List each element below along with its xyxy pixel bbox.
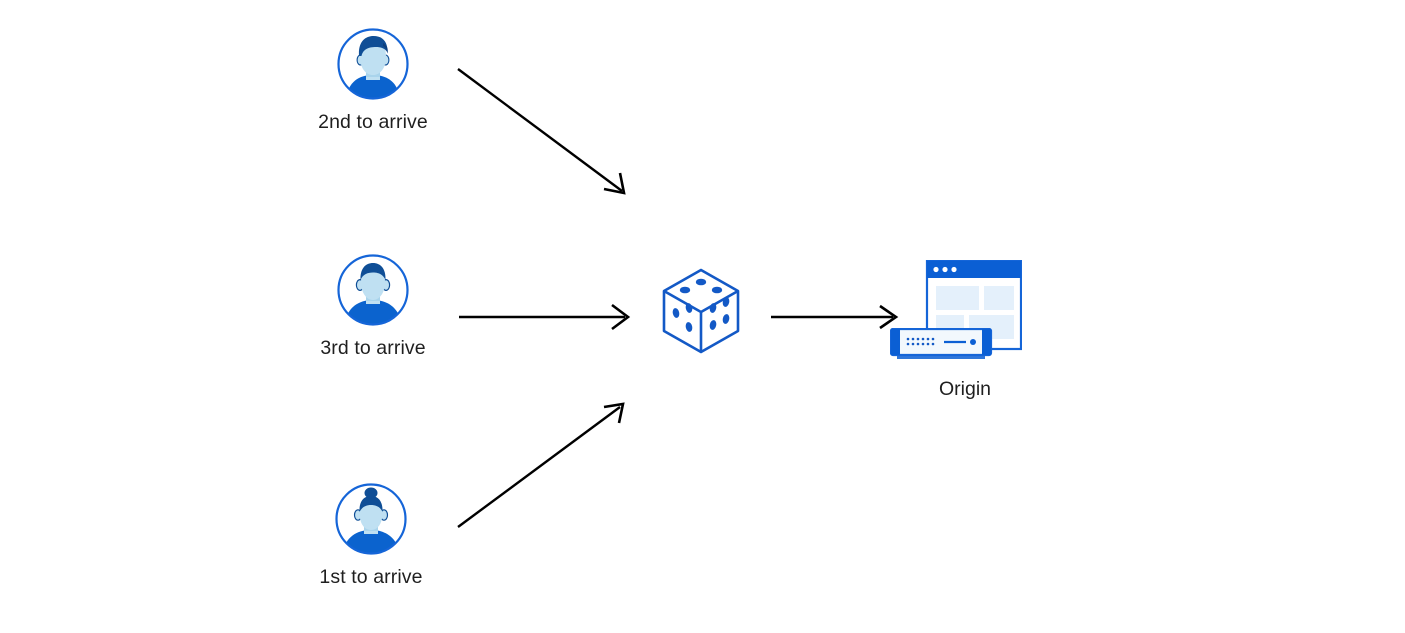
user-avatar-icon	[337, 28, 409, 100]
client-node-third[interactable]: 3rd to arrive	[318, 253, 428, 360]
origin-node[interactable]: Origin	[890, 260, 1040, 400]
arrow-dice-to-origin	[771, 304, 899, 330]
server-device-icon	[890, 328, 993, 359]
arrow-second-to-dice	[457, 68, 626, 195]
client-node-second[interactable]: 2nd to arrive	[318, 27, 428, 134]
origin-label: Origin	[938, 378, 992, 400]
dice-icon	[662, 268, 740, 354]
user-avatar-icon	[337, 254, 409, 326]
arrow-first-to-dice	[457, 402, 625, 528]
randomizer-node[interactable]	[655, 265, 747, 357]
client-label-second: 2nd to arrive	[318, 111, 428, 133]
user-avatar-icon	[335, 483, 407, 555]
arrow-third-to-dice	[459, 303, 631, 331]
client-label-first: 1st to arrive	[319, 566, 423, 588]
client-node-first[interactable]: 1st to arrive	[316, 482, 426, 589]
client-label-third: 3rd to arrive	[320, 337, 426, 359]
